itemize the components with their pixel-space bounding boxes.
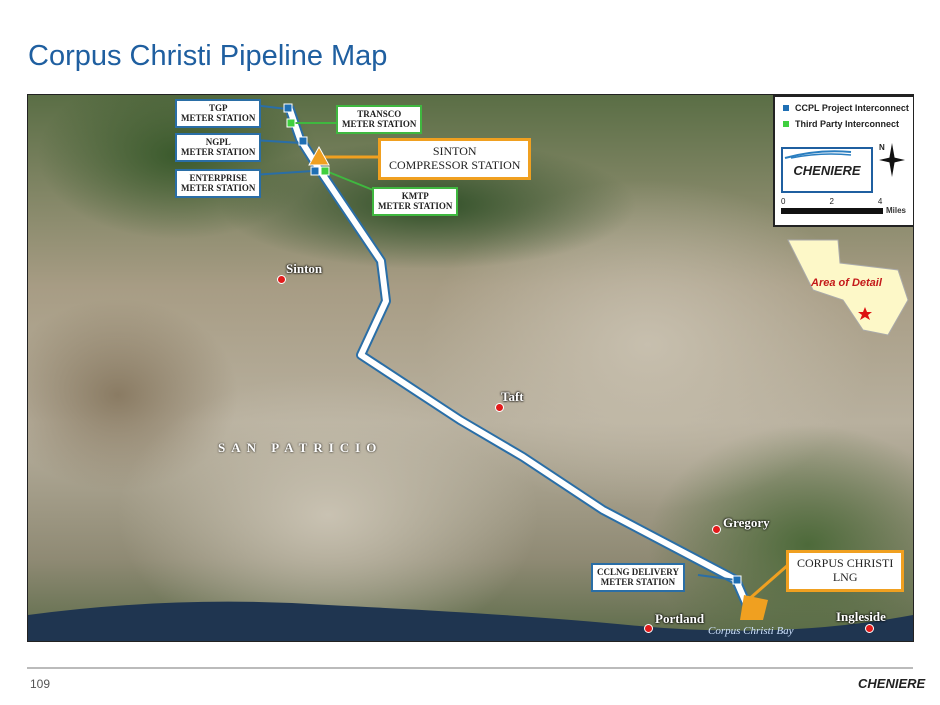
scale-bar: 0 2 4 Miles (781, 197, 906, 215)
scale-tick: 2 (829, 197, 834, 206)
leader-line (252, 170, 314, 176)
city-marker (495, 403, 504, 412)
sinton-compressor-icon (308, 145, 330, 166)
transco-interconnect (286, 118, 296, 128)
footer-divider (27, 667, 913, 669)
footer-cheniere-logo: CHENIERE (858, 676, 926, 691)
leader-line (697, 574, 737, 581)
city-sinton: Sinton (286, 261, 323, 276)
legend-label: Third Party Interconnect (795, 119, 900, 129)
scale-unit: Miles (886, 206, 907, 215)
kmtp-interconnect (320, 166, 330, 176)
city-ingleside: Ingleside (836, 609, 886, 624)
city-marker (277, 275, 286, 284)
city-gregory: Gregory (723, 515, 770, 530)
area-star-icon (858, 307, 872, 320)
lng-site (740, 595, 768, 620)
page-title: Corpus Christi Pipeline Map (28, 40, 388, 72)
area-of-detail-label: Area of Detail (811, 277, 882, 289)
legend-label: CCPL Project Interconnect (795, 103, 909, 113)
city-marker (644, 624, 653, 633)
bay-label: Corpus Christi Bay (708, 625, 794, 637)
north-arrow-icon: N (879, 143, 905, 177)
leader-line (747, 563, 789, 602)
city-marker (712, 525, 721, 534)
coastline (28, 601, 913, 641)
inset-texas (787, 239, 909, 336)
enterprise-interconnect (310, 166, 320, 176)
city-marker (865, 624, 874, 633)
ccpl-legend-icon (783, 105, 789, 111)
page-number: 109 (30, 677, 51, 691)
county-label: SAN PATRICIO (218, 440, 383, 455)
map-overlay (28, 103, 913, 641)
third-party-legend-icon (783, 121, 789, 127)
scale-tick: 0 (781, 197, 786, 206)
city-taft: Taft (501, 389, 524, 404)
map-legend: CCPL Project Interconnect Third Party In… (773, 95, 913, 227)
cheniere-logo: CHENIERE (781, 147, 873, 193)
city-portland: Portland (655, 611, 705, 626)
scale-tick: 4 (877, 197, 883, 206)
ngpl-interconnect (298, 136, 308, 146)
tgp-interconnect (283, 103, 293, 113)
leader-line (325, 170, 374, 191)
cclng-interconnect (732, 575, 742, 585)
pipeline-route (284, 105, 754, 612)
